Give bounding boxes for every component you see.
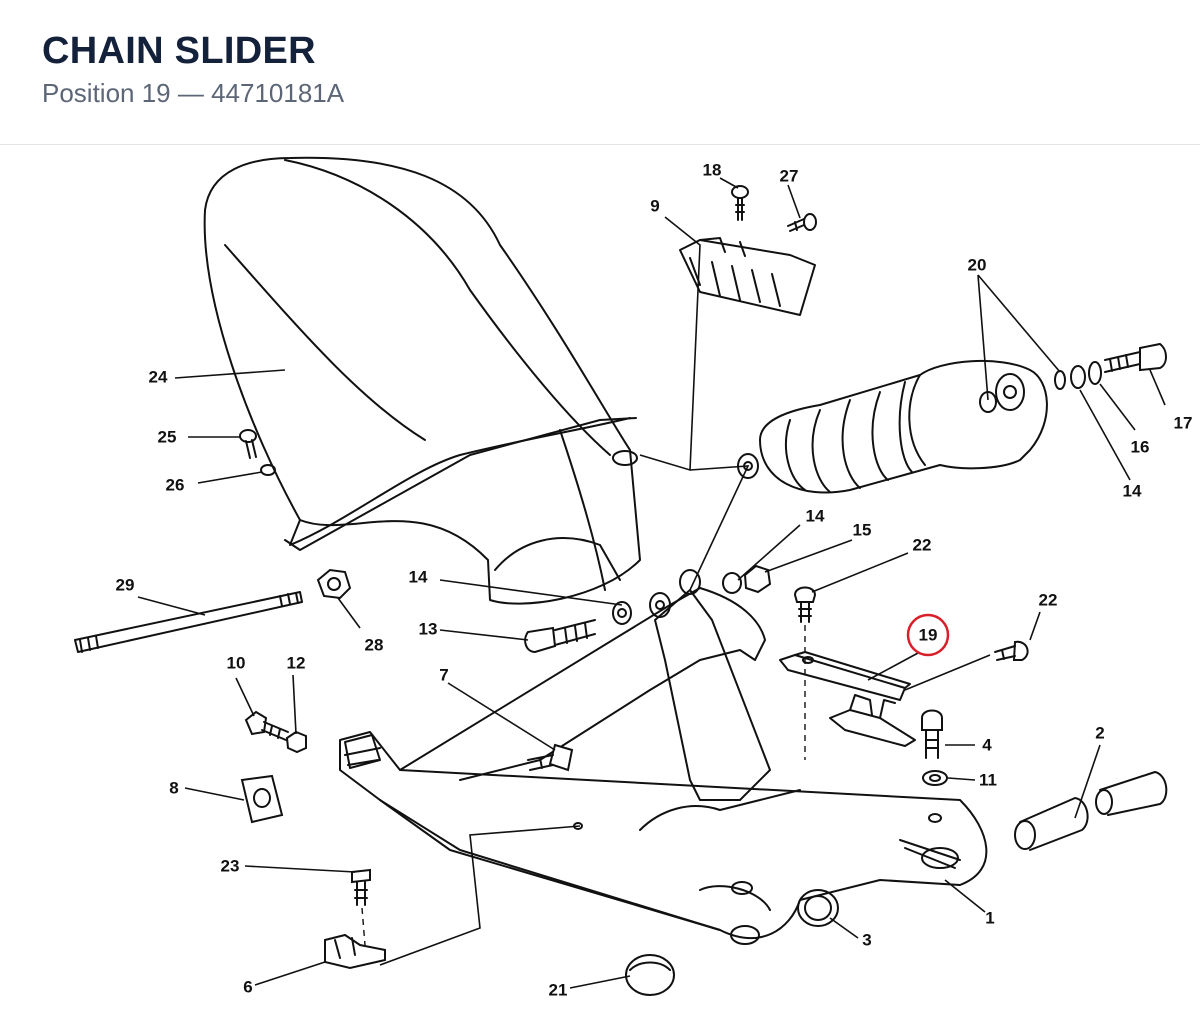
part-29-swingarm-pivot-shaft[interactable] [74, 591, 303, 653]
part-8-adjuster-block[interactable] [240, 774, 284, 824]
part-subtitle: Position 19 — 44710181A [42, 78, 345, 108]
part-26-washer[interactable] [260, 464, 276, 476]
leader-lines [137, 177, 1166, 989]
callout-22-right[interactable]: 22 [1039, 591, 1058, 610]
part-18-screw[interactable] [731, 185, 749, 221]
callout-6[interactable]: 6 [243, 978, 252, 997]
part-14-spacer-upper[interactable] [1054, 365, 1086, 390]
callout-19[interactable]: 19 [919, 626, 938, 645]
part-16-washer[interactable] [1088, 361, 1102, 385]
callout-26[interactable]: 26 [166, 476, 185, 495]
callout-22-upper[interactable]: 22 [913, 536, 932, 555]
callout-16[interactable]: 16 [1131, 438, 1150, 457]
part-24-mudguard[interactable] [203, 156, 641, 605]
highlight-ring-19 [906, 613, 950, 657]
page-header: CHAIN SLIDER Position 19 — 44710181A [0, 0, 1200, 145]
part-6-bracket[interactable] [324, 933, 386, 970]
part-27-screw[interactable] [787, 213, 817, 232]
callout-28[interactable]: 28 [365, 636, 384, 655]
callout-21[interactable]: 21 [549, 981, 568, 1000]
part-25-screw[interactable] [239, 429, 257, 459]
part-14-washer-right[interactable] [722, 572, 742, 594]
part-28-nut[interactable] [316, 568, 352, 600]
part-17-bolt[interactable] [1104, 342, 1167, 373]
part-14-washer-mid[interactable] [612, 601, 632, 625]
callout-12[interactable]: 12 [287, 654, 306, 673]
part-22-screw-right[interactable] [994, 640, 1029, 661]
exploded-parts-diagram: 24 25 26 29 28 14 13 10 12 7 8 23 6 21 3… [74, 156, 1193, 1000]
callout-15[interactable]: 15 [853, 521, 872, 540]
part-3-seal-ring[interactable] [797, 889, 839, 927]
callout-14-right[interactable]: 14 [1123, 482, 1142, 501]
part-1-swingarm[interactable] [339, 569, 988, 945]
part-15-nut[interactable] [743, 564, 772, 594]
callout-14-mid[interactable]: 14 [806, 507, 825, 526]
callout-17[interactable]: 17 [1174, 414, 1193, 433]
part-19-chain-slider[interactable] [779, 651, 916, 747]
part-11-washer[interactable] [922, 770, 948, 786]
callout-14-left[interactable]: 14 [409, 568, 428, 587]
part-21-cap[interactable] [625, 954, 675, 996]
callout-8[interactable]: 8 [169, 779, 178, 798]
callout-29[interactable]: 29 [116, 576, 135, 595]
callout-3[interactable]: 3 [862, 931, 871, 950]
part-10-bolt[interactable] [244, 710, 289, 741]
part-4-bolt[interactable] [921, 709, 943, 759]
part-2-bushing[interactable] [1014, 771, 1168, 851]
page-title: CHAIN SLIDER [42, 30, 316, 72]
callout-18[interactable]: 18 [703, 161, 722, 180]
callout-20[interactable]: 20 [968, 256, 987, 275]
callout-7[interactable]: 7 [439, 666, 448, 685]
part-23-screw[interactable] [351, 868, 371, 906]
callout-10[interactable]: 10 [227, 654, 246, 673]
callout-27[interactable]: 27 [780, 167, 799, 186]
callout-13[interactable]: 13 [419, 620, 438, 639]
callout-9[interactable]: 9 [650, 197, 659, 216]
alignment-line-23 [361, 907, 366, 946]
callout-4[interactable]: 4 [982, 736, 992, 755]
part-22-screw-upper[interactable] [793, 586, 817, 623]
callout-2[interactable]: 2 [1095, 724, 1104, 743]
callout-1[interactable]: 1 [985, 909, 994, 928]
part-20-shock-absorber[interactable] [737, 360, 1048, 494]
part-9-chain-guard[interactable] [679, 237, 816, 316]
part-12-nut[interactable] [285, 730, 307, 754]
part-7-screw[interactable] [527, 743, 574, 772]
callout-25[interactable]: 25 [158, 428, 177, 447]
part-13-bolt[interactable] [524, 619, 596, 654]
callout-24[interactable]: 24 [149, 368, 168, 387]
callout-23[interactable]: 23 [221, 857, 240, 876]
callout-11[interactable]: 11 [979, 771, 997, 790]
